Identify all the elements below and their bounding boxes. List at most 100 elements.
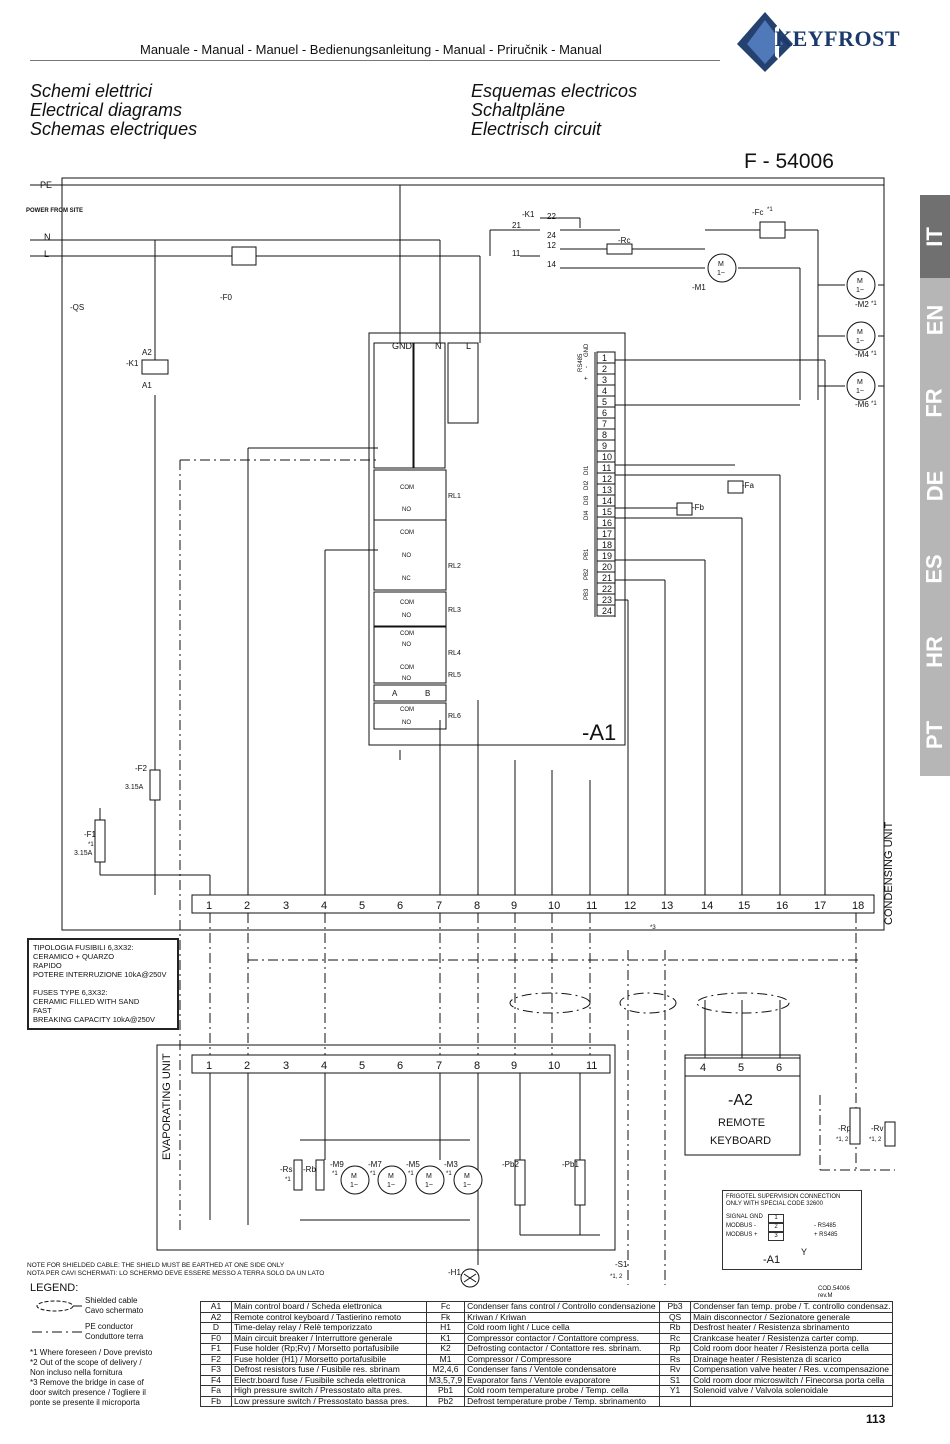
frig-y: Y — [801, 1247, 808, 1257]
component-desc: Crankcase heater / Resistenza carter com… — [690, 1332, 894, 1344]
header-rule — [30, 60, 720, 61]
title-fr: Schemas electriques — [30, 119, 198, 139]
fuse-it-2: CERAMICO + QUARZO — [33, 952, 115, 961]
component-desc: Fuse holder (H1) / Morsetto portafusibil… — [231, 1353, 427, 1365]
a1-group-di3: DI3 — [584, 495, 590, 505]
m3-note: *1 — [446, 1171, 452, 1177]
rc-label: -Rc — [618, 236, 630, 245]
fuse-it-1: TIPOLOGIA FUSIBILI 6,3X32: — [33, 943, 134, 952]
frigotel-box: FRIGOTEL SUPERVISION CONNECTION ONLY WIT… — [722, 1190, 862, 1270]
component-code: Pb2 — [425, 1395, 466, 1407]
component-desc: Kriwan / Kriwan — [464, 1311, 661, 1323]
a1-group-di1: DI1 — [584, 465, 590, 475]
eu-terminal-block — [191, 1054, 611, 1074]
component-desc: Cold room door microswitch / Finecorsa p… — [690, 1374, 894, 1386]
a1-terminal-5: 5 — [602, 397, 607, 407]
pe-conductor-icon — [32, 1331, 82, 1333]
title-nl: Electrisch circuit — [471, 119, 602, 139]
a2-t4: 4 — [700, 1062, 706, 1074]
component-desc: Cold room temperature probe / Temp. cell… — [464, 1385, 661, 1397]
k1-contacts-label: -K1 — [522, 210, 535, 219]
a1-group-pb3: PB3 — [584, 588, 590, 600]
m2-sym: M — [857, 278, 863, 285]
a1-terminal-8: 8 — [602, 430, 607, 440]
a1-terminal-13: 13 — [602, 485, 612, 495]
m3-phase: 1~ — [463, 1182, 471, 1189]
legend-notes: *1 Where foreseen / Dove previsto *2 Out… — [30, 1348, 200, 1408]
cod-line2: rev.M — [818, 1293, 833, 1299]
component-code: Y1 — [659, 1385, 692, 1397]
cu-terminal-17: 17 — [814, 900, 826, 912]
fuse-en-2: CERAMIC FILLED WITH SAND — [33, 997, 140, 1006]
m5-note: *1 — [408, 1171, 414, 1177]
n-label: N — [44, 232, 51, 242]
m9-sym: M — [351, 1173, 357, 1180]
qs-label: -QS — [70, 303, 84, 312]
m7-label: -M7 — [368, 1160, 382, 1169]
eu-terminal-2: 2 — [244, 1060, 250, 1072]
rp-note: *1, 2 — [836, 1137, 849, 1143]
component-desc: Defrosting contactor / Contattore res. s… — [464, 1343, 661, 1355]
motor-m5 — [415, 1165, 445, 1195]
legend-note-5: door switch presence / Togliere il — [30, 1388, 146, 1397]
a1-group-rs485: RS485 — [578, 353, 584, 372]
a1-terminal-10: 10 — [602, 452, 612, 462]
tab-pt[interactable]: PT — [920, 693, 950, 776]
component-code: Pb3 — [659, 1301, 692, 1313]
component-code: F1 — [200, 1343, 232, 1355]
logo-k — [775, 24, 779, 60]
relay-rl6: RL6 — [448, 713, 461, 720]
eu-terminal-5: 5 — [359, 1060, 365, 1072]
component-desc: Main disconnector / Sezionatore generale — [690, 1311, 894, 1323]
cu-terminal-6: 6 — [397, 900, 403, 912]
cell-no-2: NO — [402, 553, 411, 559]
motor-m3 — [453, 1165, 483, 1195]
component-code: QS — [659, 1311, 692, 1323]
tab-hr[interactable]: HR — [920, 610, 950, 693]
rv-note: *1, 2 — [869, 1137, 882, 1143]
cu-terminal-3: 3 — [283, 900, 289, 912]
tab-en[interactable]: EN — [920, 278, 950, 361]
legend-title: LEGEND: — [30, 1282, 79, 1294]
k1-coil — [141, 359, 169, 375]
a1-terminal-21: 21 — [602, 573, 612, 583]
m6-sym: M — [857, 379, 863, 386]
relay-rl5: RL5 — [448, 672, 461, 679]
cell-a: A — [392, 689, 398, 698]
component-code: F2 — [200, 1353, 232, 1365]
a1-coil-label: A1 — [142, 381, 152, 390]
tab-es[interactable]: ES — [920, 527, 950, 610]
a1-group-pb1: PB1 — [584, 548, 590, 560]
eu-terminal-8: 8 — [474, 1060, 480, 1072]
shield-note-it: NOTA PER CAVI SCHERMATI: LO SCHERMO DEVE… — [27, 1270, 325, 1277]
component-desc: Time-delay relay / Relè temporizzato — [231, 1322, 427, 1334]
component-desc: Desfrost heater / Resistenza sbrinamento — [690, 1322, 894, 1334]
title-de: Schaltpläne — [471, 100, 566, 120]
component-desc: Cold room door heater / Resistenza porta… — [690, 1343, 894, 1355]
motor-m1 — [707, 253, 737, 283]
a1-terminal-11: 11 — [602, 463, 611, 473]
frig-row2-num: 2 — [768, 1223, 784, 1232]
m2-label: -M2 — [855, 300, 869, 309]
a1-terminal-box — [596, 604, 616, 617]
tab-de[interactable]: DE — [920, 444, 950, 527]
fuse-en-4: BREAKING CAPACITY 10kA@250V — [33, 1015, 155, 1024]
m9-note: *1 — [332, 1171, 338, 1177]
bridge-note: *3 — [650, 925, 656, 931]
doc-code: F - 54006 — [744, 150, 834, 173]
tab-fr[interactable]: FR — [920, 361, 950, 444]
cu-terminal-2: 2 — [244, 900, 250, 912]
component-desc: Condenser fan temp. probe / T. controllo… — [690, 1301, 894, 1313]
component-code: Fc — [425, 1301, 466, 1313]
rs-note: *1 — [285, 1177, 291, 1183]
tab-it[interactable]: IT — [920, 195, 950, 278]
a1-board-label: -A1 — [582, 720, 616, 745]
switch-fa — [727, 480, 744, 494]
legend-pe-en: PE conductor — [85, 1322, 134, 1331]
l-label: L — [44, 249, 49, 259]
cell-no-4: NO — [402, 642, 411, 648]
